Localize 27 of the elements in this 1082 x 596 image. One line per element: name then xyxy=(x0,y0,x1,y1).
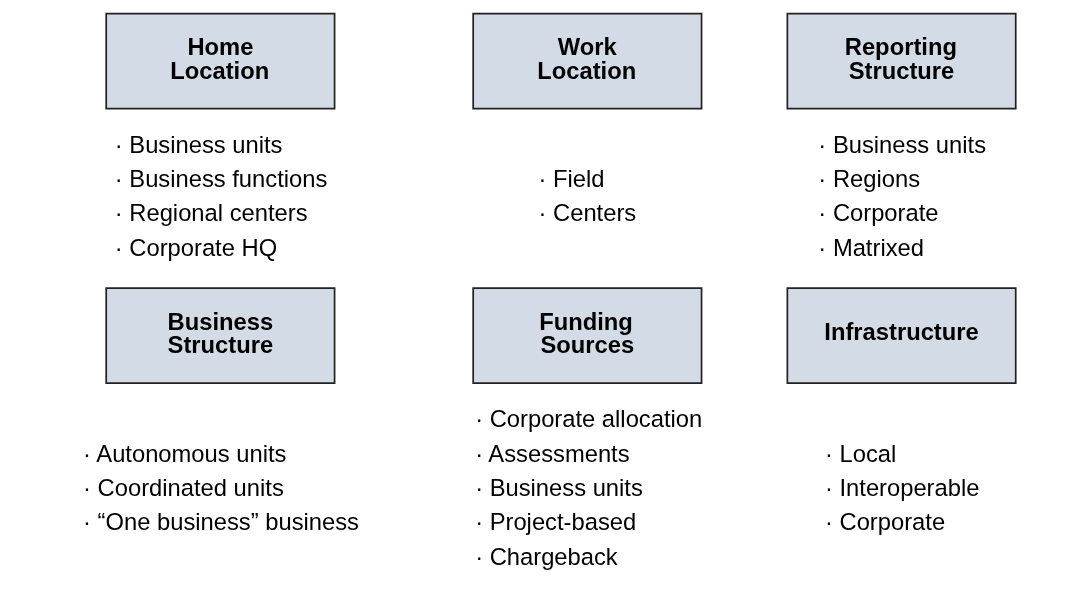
node-label: · Business units xyxy=(114,130,282,158)
node-box: Reporting Structure xyxy=(786,12,1017,110)
node-label: · Centers xyxy=(538,199,636,227)
node-label: · Corporate xyxy=(824,508,945,536)
node-label: · Regional centers xyxy=(114,199,308,227)
node-label: · Corporate HQ xyxy=(114,233,277,261)
node-label: · “One business” business xyxy=(82,508,359,536)
node-label: · Local xyxy=(824,439,896,467)
node-box: Home Location xyxy=(104,12,335,110)
node-label: · Assessments xyxy=(474,439,630,467)
node-label: · Matrixed xyxy=(817,233,924,261)
node-label: · Business units xyxy=(474,473,643,501)
node-label: · Interoperable xyxy=(824,473,979,501)
node-label: · Regions xyxy=(817,164,920,192)
node-box: Work Location xyxy=(471,12,702,110)
node-label: · Autonomous units xyxy=(82,439,286,467)
node-label: · Business units xyxy=(817,130,986,158)
node-label: · Business functions xyxy=(114,164,327,192)
node-label: · Chargeback xyxy=(474,542,618,570)
node-box: Business Structure xyxy=(104,287,335,384)
node-box: Funding Sources xyxy=(471,287,702,384)
node-label: · Project-based xyxy=(474,508,636,536)
node-box: Infrastructure xyxy=(786,287,1017,384)
node-label: · Coordinated units xyxy=(82,473,284,501)
node-label: · Field xyxy=(538,164,605,192)
node-label: · Corporate xyxy=(817,199,938,227)
node-label: · Corporate allocation xyxy=(474,405,702,433)
